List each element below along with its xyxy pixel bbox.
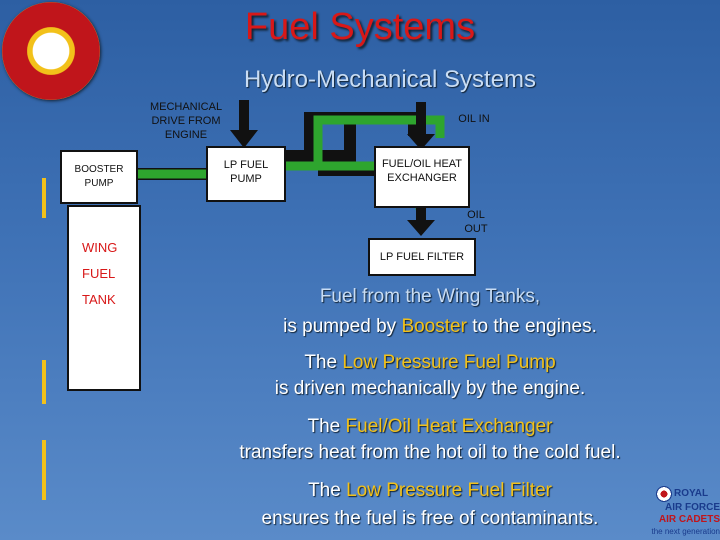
- wing-tank-inner: [67, 205, 141, 391]
- lp-fuel-pump-label: LP FUEL PUMP: [223, 159, 269, 185]
- logo-air-force: AIR FORCE: [665, 502, 720, 513]
- tank-edge-strip: [42, 440, 46, 500]
- lp-fuel-filter-label: LP FUEL FILTER: [379, 251, 465, 263]
- mechanical-drive-arrow: [230, 100, 258, 148]
- wing-label: WING: [82, 240, 118, 255]
- page-subtitle: Hydro-Mechanical Systems: [243, 66, 537, 93]
- booster-pump-label: BOOSTER PUMP: [74, 164, 124, 189]
- body-line-4: is driven mechanically by the engine.: [274, 378, 586, 399]
- fuel-label: FUEL: [82, 266, 116, 281]
- body-text: The: [308, 480, 347, 501]
- tank-edge-strip: [42, 360, 46, 404]
- body-text: is pumped by: [283, 316, 402, 337]
- booster-pump-box: BOOSTER PUMP: [60, 150, 138, 204]
- body-line-2: is pumped by Booster to the engines.: [0, 316, 720, 338]
- heat-exchanger-box: FUEL/OIL HEAT EXCHANGER: [374, 146, 470, 208]
- page-title: Fuel Systems: [244, 6, 476, 48]
- lp-fuel-pump-box: LP FUEL PUMP: [206, 146, 286, 202]
- tank-label: TANK: [82, 292, 116, 307]
- body-line-1-text: Fuel from the Wing Tanks,: [319, 286, 541, 307]
- body-line-3: The Low Pressure Fuel Pump: [0, 352, 720, 374]
- logo-air-cadets: AIR CADETS: [658, 514, 720, 525]
- body-line-6: transfers heat from the hot oil to the c…: [239, 442, 621, 463]
- body-text: to the engines.: [466, 316, 597, 337]
- body-line-8: ensures the fuel is free of contaminants…: [261, 508, 599, 529]
- logo-royal: ROYAL: [674, 488, 709, 499]
- oil-in-label: OIL IN: [458, 113, 490, 125]
- body-highlight: Low Pressure Fuel Filter: [346, 480, 552, 501]
- body-highlight: Fuel/Oil Heat Exchanger: [345, 416, 553, 437]
- oil-in-arrow: [407, 102, 435, 150]
- body-text: The: [304, 352, 343, 373]
- mechanical-drive-label: MECHANICAL DRIVE FROM ENGINE: [149, 101, 223, 141]
- body-highlight: Booster: [401, 316, 467, 337]
- body-text: The: [307, 416, 346, 437]
- tank-edge-strip: [42, 178, 46, 218]
- logo-tagline: the next generation: [651, 527, 720, 536]
- oil-out-label: OIL OUT: [464, 209, 488, 235]
- body-line-7: The Low Pressure Fuel Filter: [0, 480, 720, 502]
- heat-exchanger-label: FUEL/OIL HEAT EXCHANGER: [381, 158, 463, 184]
- squadron-crest-logo: [2, 2, 100, 100]
- lp-fuel-filter-box: LP FUEL FILTER: [368, 238, 476, 276]
- roundel-icon: [656, 486, 672, 502]
- oil-out-arrow: [407, 204, 435, 236]
- raf-air-cadets-logo: ROYAL AIR FORCE AIR CADETS the next gene…: [636, 486, 720, 540]
- body-line-5: The Fuel/Oil Heat Exchanger: [0, 416, 720, 438]
- body-highlight: Low Pressure Fuel Pump: [342, 352, 556, 373]
- body-line-1: Fuel from the Wing Tanks,: [0, 286, 720, 308]
